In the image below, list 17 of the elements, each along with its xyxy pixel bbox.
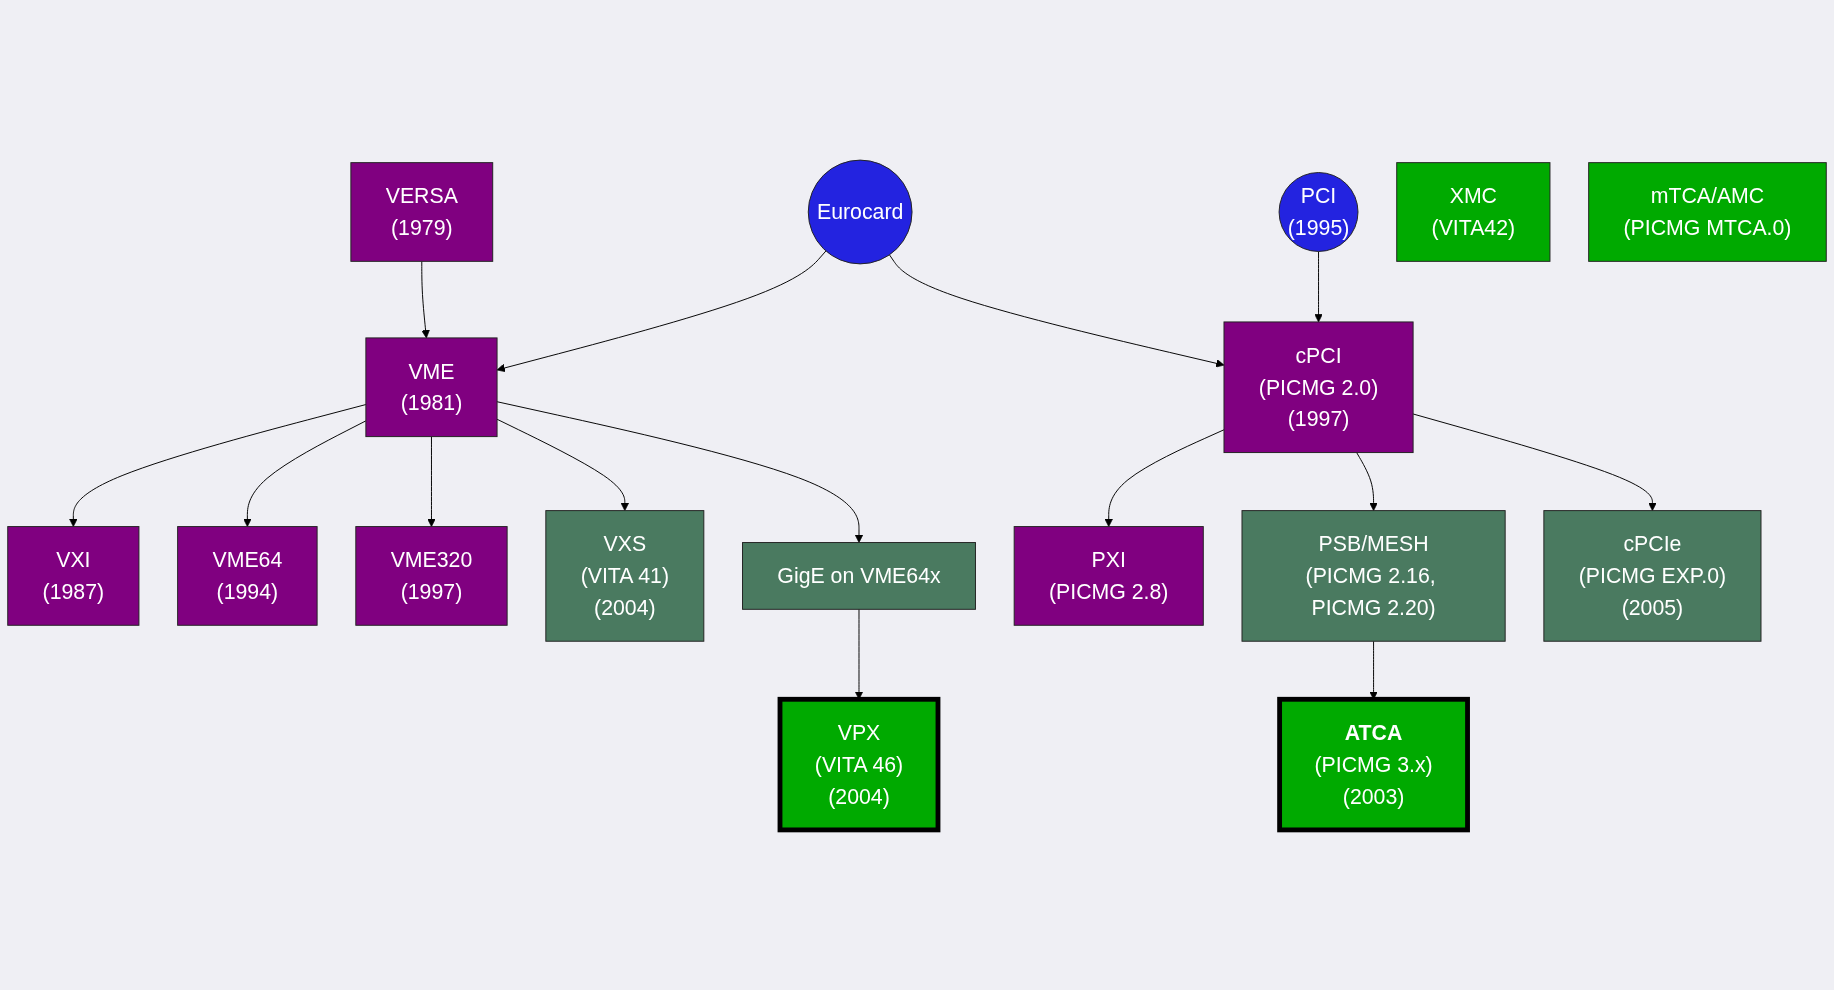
- node-box: GigE on VME64x: [742, 542, 976, 610]
- node-box: cPCI (PICMG 2.0) (1997): [1223, 321, 1414, 454]
- node-box: VERSA (1979): [350, 162, 494, 262]
- node-box: VME64 (1994): [177, 526, 318, 626]
- node-box: VME (1981): [365, 337, 498, 438]
- node-box: mTCA/AMC (PICMG MTCA.0): [1588, 162, 1827, 262]
- node-box: PSB/MESH (PICMG 2.16, PICMG 2.20): [1241, 510, 1506, 642]
- node-box: XMC (VITA42): [1396, 162, 1551, 262]
- node-box: VXS (VITA 41) (2004): [545, 510, 705, 642]
- node-box: VPX (VITA 46) (2004): [777, 696, 941, 833]
- node-box: ATCA (PICMG 3.x) (2003): [1277, 696, 1470, 833]
- node-circle: PCI (1995): [1278, 172, 1359, 252]
- node-box: VME320 (1997): [355, 526, 508, 626]
- node-circle: Eurocard: [807, 159, 913, 265]
- node-box: PXI (PICMG 2.8): [1013, 526, 1204, 626]
- node-box: cPCIe (PICMG EXP.0) (2005): [1543, 510, 1762, 642]
- node-box: VXI (1987): [7, 526, 140, 626]
